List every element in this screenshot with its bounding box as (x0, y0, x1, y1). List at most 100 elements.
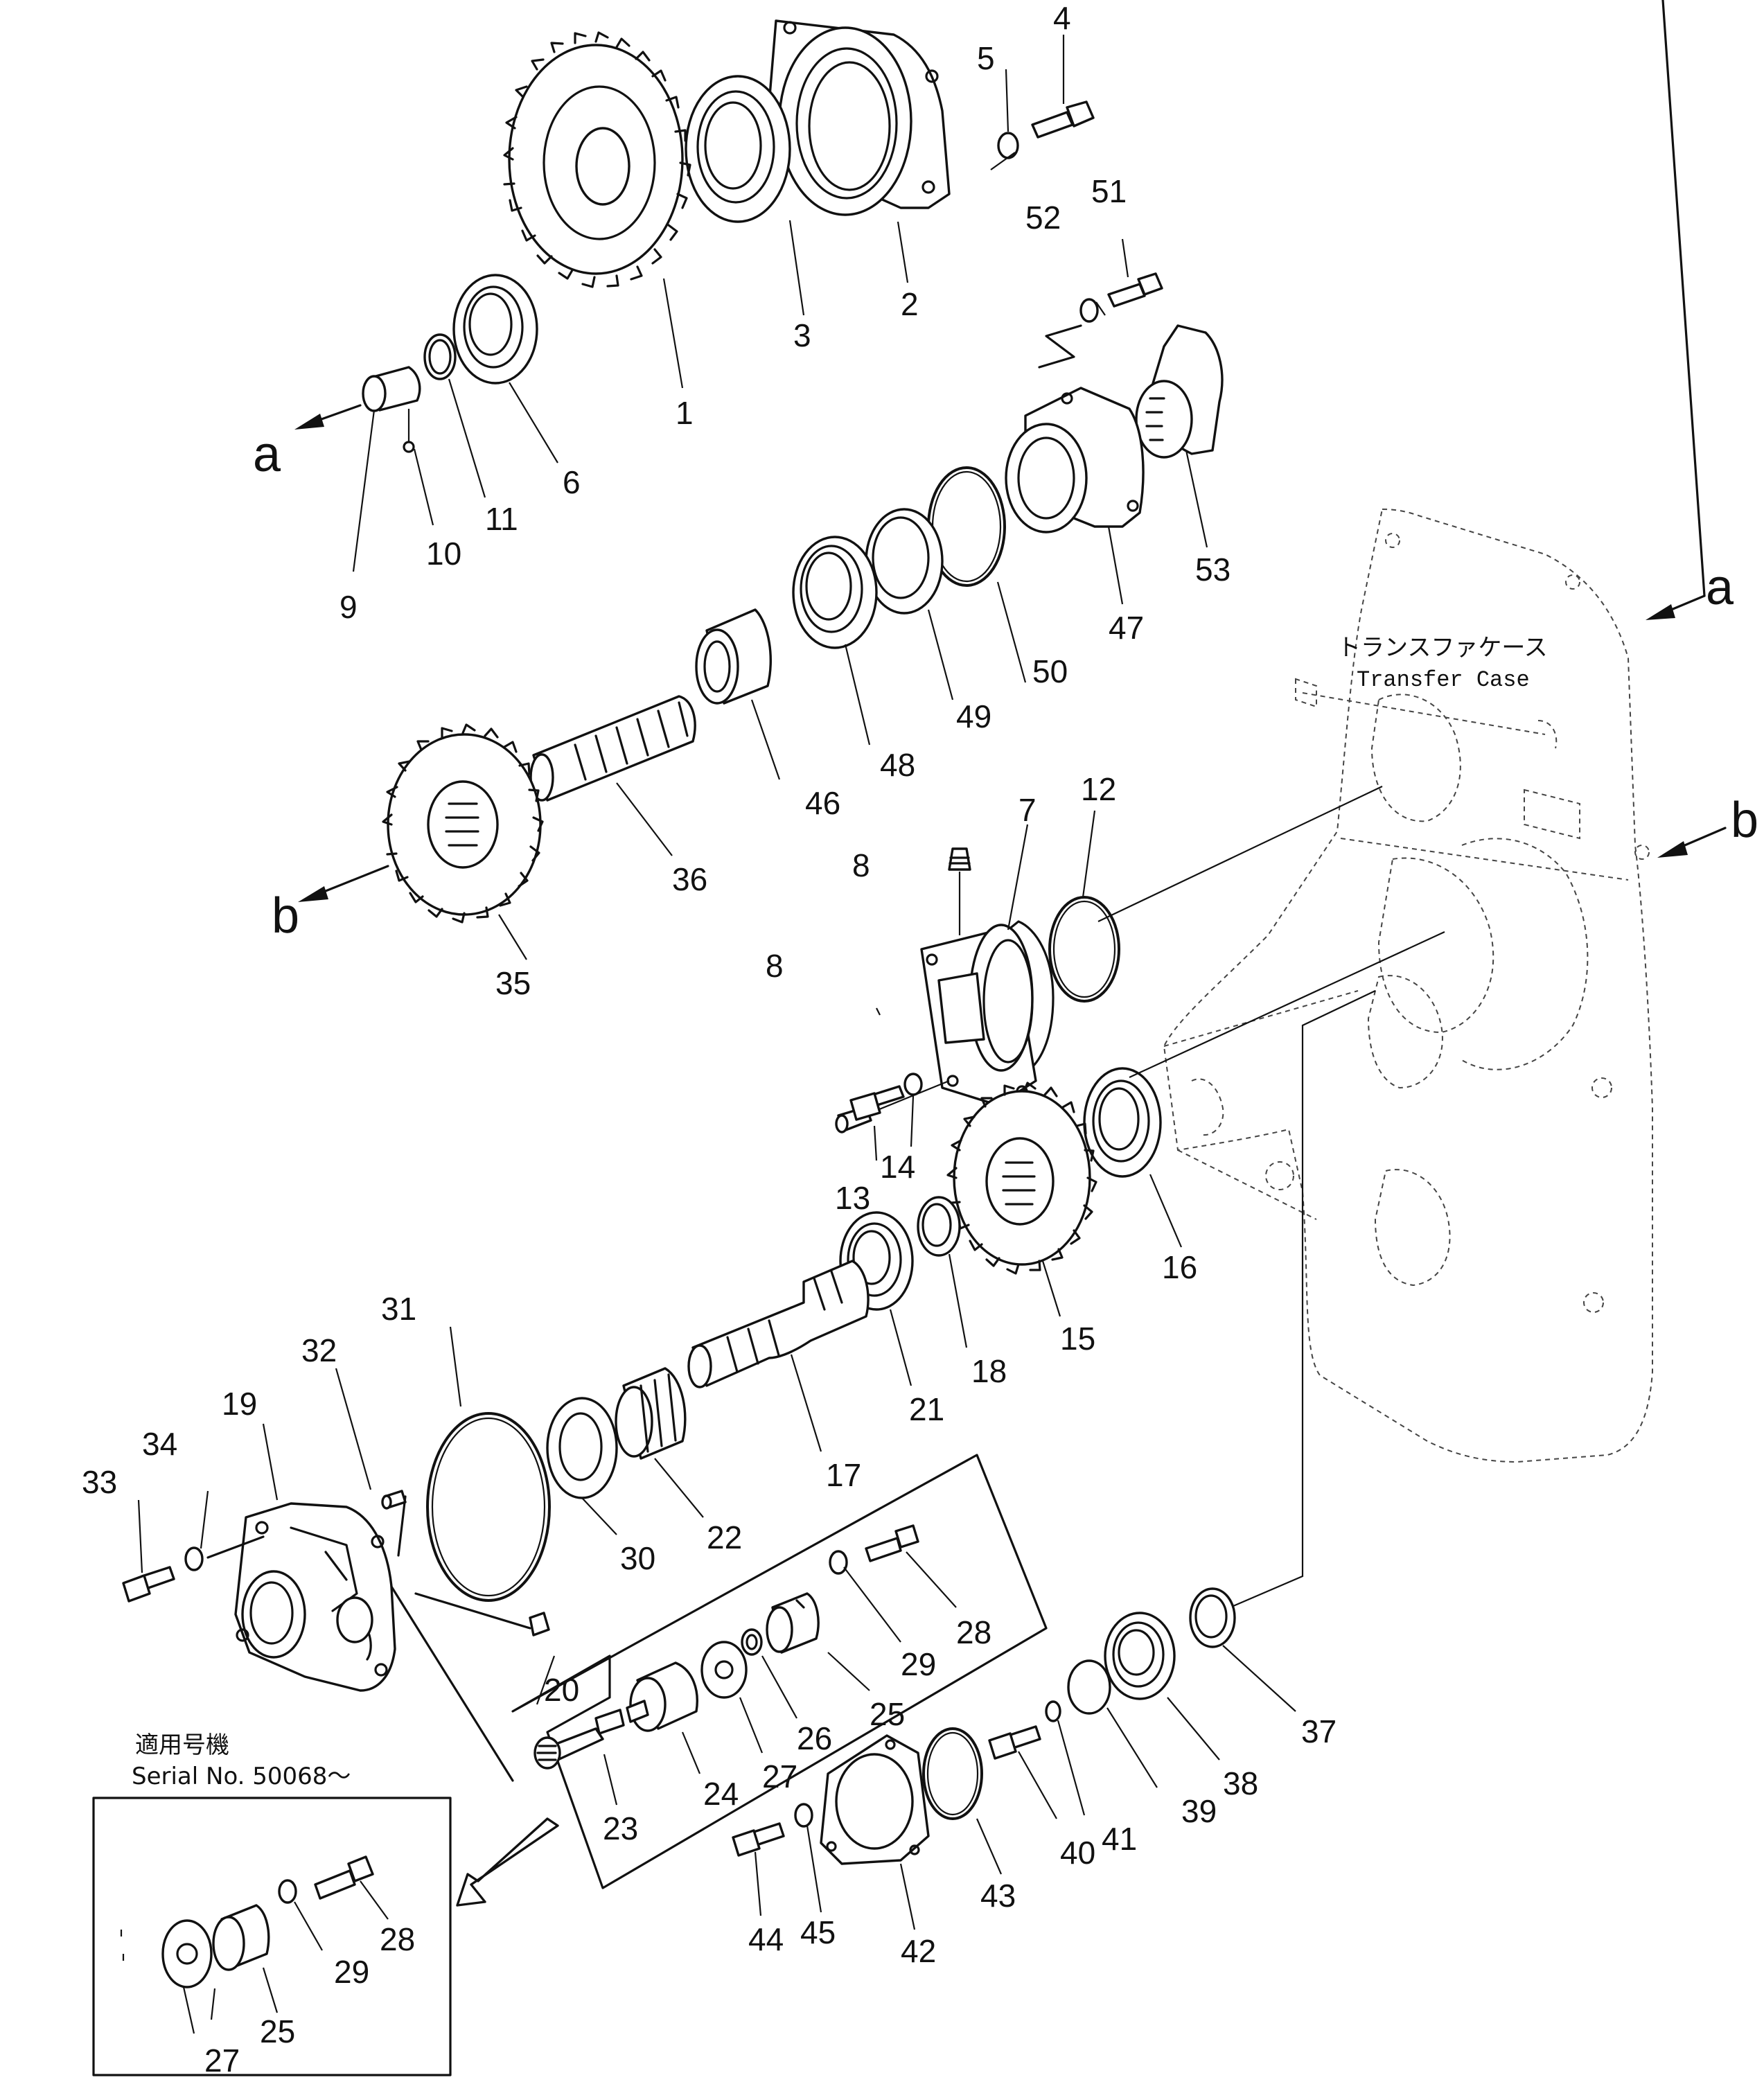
callout-28: 28 (956, 1614, 991, 1650)
callout-36: 36 (672, 861, 707, 897)
part-13-bolt (849, 1085, 905, 1121)
arrow-a-right-icon (1646, 604, 1675, 620)
section-letter-b-left: b (272, 888, 299, 944)
part-20-plug (529, 1612, 550, 1637)
transfer-case-housing (1163, 508, 1653, 1463)
callout-1: 1 (676, 395, 694, 431)
part-33-bolt (122, 1566, 175, 1603)
callout-48: 48 (880, 747, 915, 783)
inset-callout-27: 27 (204, 2043, 240, 2079)
inset-part-29-snap-ring (278, 1879, 297, 1904)
part-23-shaft (533, 1709, 625, 1770)
callout-31: 31 (381, 1291, 416, 1327)
part-49-seal (865, 508, 944, 615)
callout-9: 9 (339, 589, 358, 625)
callout-17: 17 (826, 1457, 861, 1493)
callout-51: 51 (1091, 173, 1127, 209)
part-7-retainer (920, 924, 1037, 1106)
part-2-cover (768, 19, 951, 216)
callout-13: 13 (835, 1180, 870, 1216)
part-29-snap-ring (829, 1550, 848, 1575)
callout-2: 2 (901, 286, 919, 322)
part-22-sleeve (615, 1367, 687, 1460)
callout-23: 23 (603, 1810, 638, 1846)
callout-35: 35 (495, 965, 531, 1001)
arrow-b-right-icon (1657, 841, 1688, 858)
part-9-collar (362, 366, 421, 412)
part-51-bolt (1107, 272, 1163, 308)
callout-47: 47 (1109, 610, 1144, 646)
inset-callout-28: 28 (380, 1921, 415, 1957)
leader-47-52 (1038, 324, 1082, 369)
part-15-gear (946, 1082, 1097, 1275)
callout-12: 12 (1081, 771, 1116, 807)
part-27-gasket (700, 1641, 748, 1699)
part-16-bearing (1083, 1067, 1162, 1178)
callout-50: 50 (1032, 653, 1068, 689)
callout-40: 40 (1060, 1835, 1095, 1871)
part-10-ball (403, 441, 415, 453)
transfer-case-label-jp: トランスファケース (1337, 634, 1548, 662)
callout-46: 46 (805, 785, 840, 821)
callout-39: 39 (1181, 1793, 1217, 1829)
callout-49: 49 (956, 698, 991, 734)
callout-22: 22 (707, 1519, 742, 1555)
part-32-pin (381, 1490, 407, 1510)
part-34-washer (184, 1546, 204, 1571)
part-5-washer (997, 132, 1019, 159)
callout-32: 32 (301, 1332, 337, 1368)
callout-43: 43 (980, 1878, 1016, 1914)
callout-52: 52 (1025, 200, 1061, 236)
callout-45: 45 (800, 1914, 836, 1950)
part-30-seal (546, 1397, 618, 1499)
part-17-shaft (687, 1260, 870, 1388)
callout-21: 21 (909, 1391, 944, 1427)
inset-part-28-bolt (314, 1855, 374, 1900)
callout-44: 44 (748, 1921, 784, 1957)
part-12-o-ring (1048, 896, 1120, 1003)
callout-7: 7 (1018, 792, 1037, 828)
callout-20: 20 (544, 1672, 579, 1708)
callout-33: 33 (82, 1464, 117, 1500)
part-43-o-ring (922, 1727, 983, 1820)
callout-30: 30 (620, 1540, 655, 1576)
callout-27: 27 (762, 1758, 797, 1794)
leader-19-frame (390, 1585, 514, 1782)
part-1-gear (503, 31, 691, 288)
callout-37: 37 (1301, 1713, 1337, 1749)
callout-53: 53 (1195, 552, 1231, 588)
callout-24: 24 (703, 1776, 739, 1812)
part-4-bolt (1031, 100, 1095, 139)
callout-41: 41 (1102, 1821, 1137, 1857)
callout-18: 18 (971, 1353, 1007, 1389)
section-letter-a-left: a (253, 427, 281, 482)
serial-note-en: Serial No. 50068～ (132, 1763, 351, 1790)
part-8-plug-top (948, 847, 971, 871)
serial-note-jp: 適用号機 (135, 1731, 229, 1759)
arrow-b-left-icon (298, 886, 328, 902)
part-38-bearing (1104, 1612, 1176, 1700)
connecting-lines (407, 152, 1445, 1607)
callout-3: 3 (793, 317, 811, 353)
callout-26: 26 (797, 1720, 832, 1756)
callout-15: 15 (1060, 1321, 1095, 1357)
part-44-bolt (732, 1822, 785, 1857)
section-letter-a-right: a (1706, 560, 1734, 615)
inset-callout-25: 25 (260, 2013, 295, 2049)
part-3-bearing (685, 75, 791, 223)
part-26-washer (741, 1628, 763, 1656)
part-36-shaft (529, 695, 696, 802)
callout-8b: 8 (766, 948, 784, 984)
part-37-seal (1189, 1587, 1236, 1648)
part-28-bolt (865, 1524, 919, 1562)
callout-34: 34 (142, 1426, 177, 1462)
part-45-washer (794, 1803, 813, 1828)
callout-5: 5 (977, 40, 995, 76)
callout-10: 10 (426, 536, 461, 572)
callout-6: 6 (563, 464, 581, 500)
part-39-plate (1067, 1659, 1111, 1715)
part-40-bolt (988, 1725, 1041, 1760)
callout-11: 11 (485, 501, 518, 537)
